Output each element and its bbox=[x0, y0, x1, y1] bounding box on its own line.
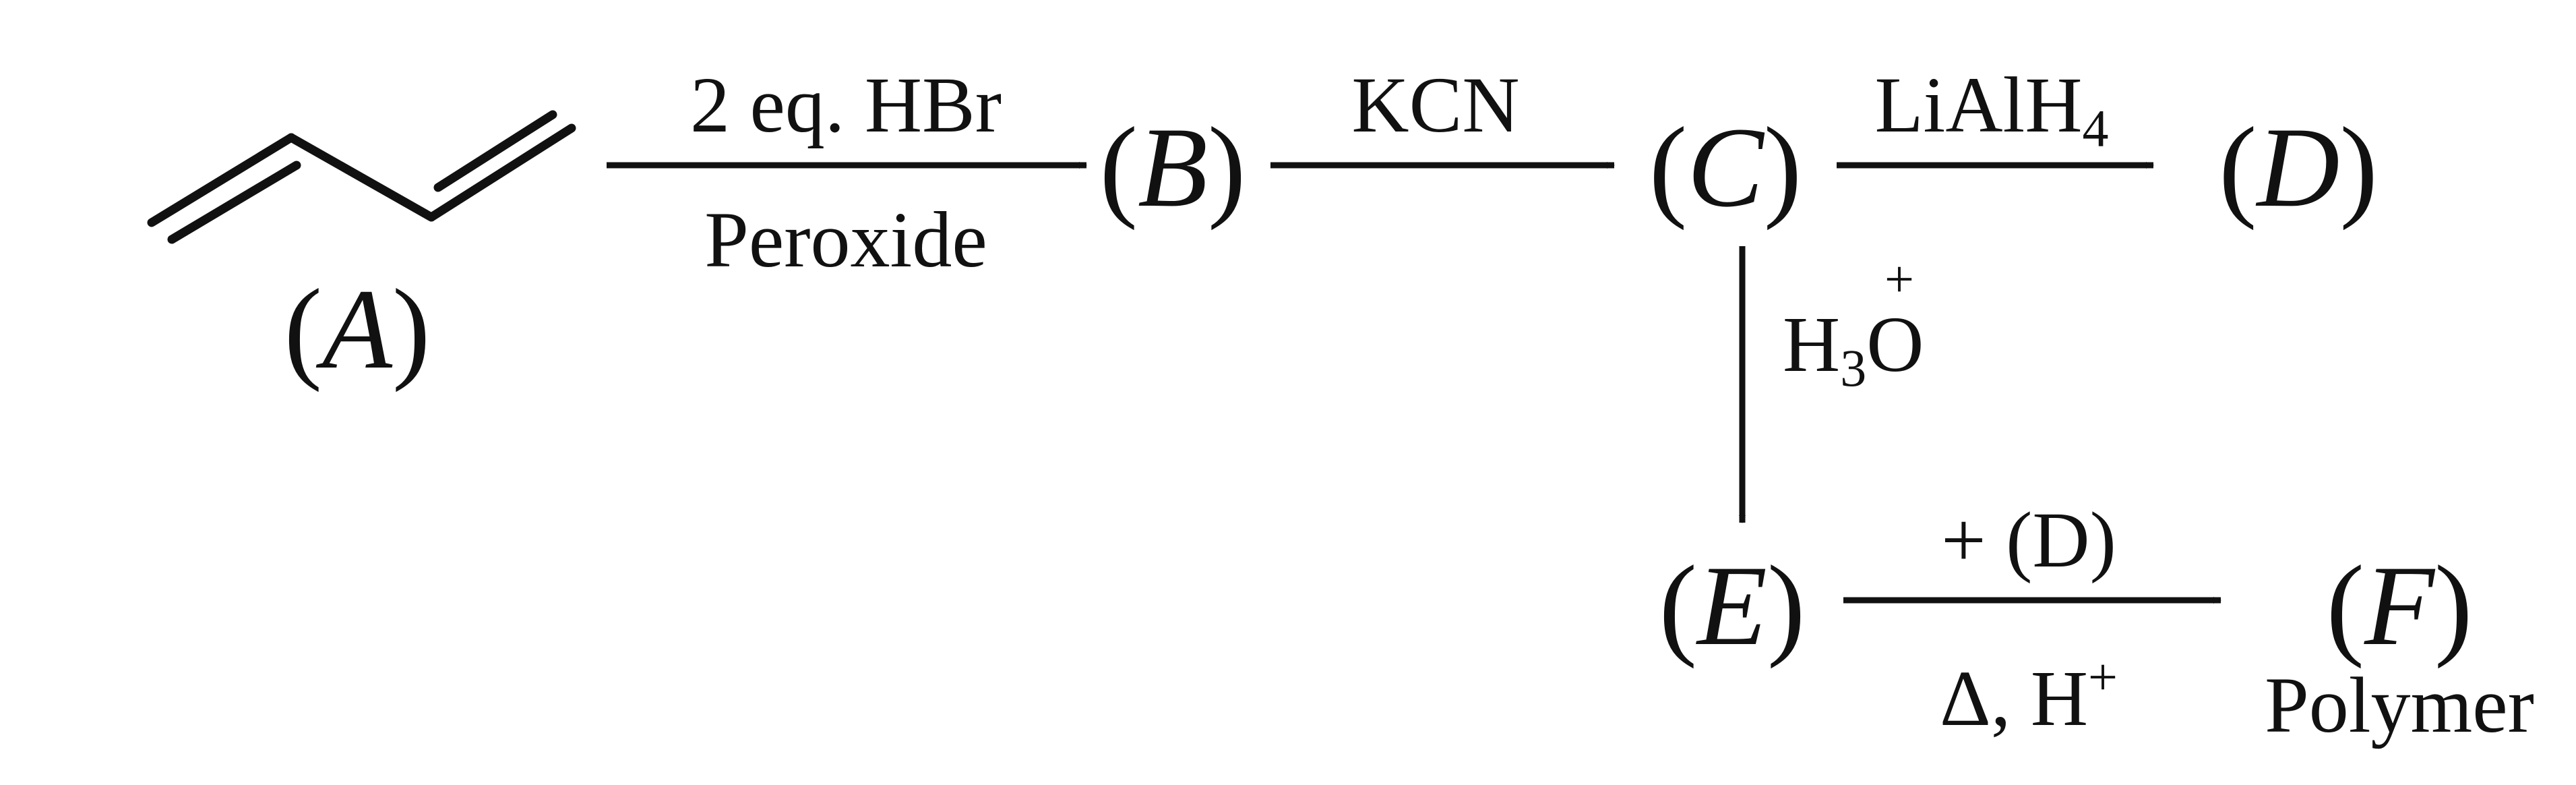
label-compound-d: (D) bbox=[2219, 104, 2378, 231]
bond-c2-c3 bbox=[286, 133, 436, 222]
reagent-kcn: KCN bbox=[1351, 61, 1519, 149]
hydronium-formula: H3O bbox=[1783, 300, 1924, 397]
bond-c1-c2 bbox=[147, 133, 296, 227]
bond-c3-c4 bbox=[427, 123, 576, 222]
condition-peroxide: Peroxide bbox=[704, 196, 987, 284]
polymer-note: Polymer bbox=[2265, 661, 2534, 749]
bond-c3-c4-second bbox=[433, 110, 557, 192]
reagent-lialh4: LiAlH4 bbox=[1874, 61, 2108, 158]
butadiene-structure bbox=[147, 110, 576, 244]
reagent-hbr: 2 eq. HBr bbox=[690, 61, 1002, 149]
label-compound-c: (C) bbox=[1649, 104, 1802, 231]
label-compound-f: (F) bbox=[2326, 542, 2472, 669]
coreactant-d: + (D) bbox=[1941, 496, 2116, 584]
bond-c1-c2-second bbox=[167, 161, 301, 244]
label-compound-a: (A) bbox=[284, 266, 430, 392]
label-compound-e: (E) bbox=[1659, 542, 1805, 669]
label-compound-b: (B) bbox=[1099, 104, 1246, 231]
hydronium-charge: + bbox=[1884, 250, 1914, 308]
condition-heat-acid: Δ, H+ bbox=[1940, 647, 2118, 743]
reagent-hydronium: H3O + bbox=[1783, 250, 1924, 397]
